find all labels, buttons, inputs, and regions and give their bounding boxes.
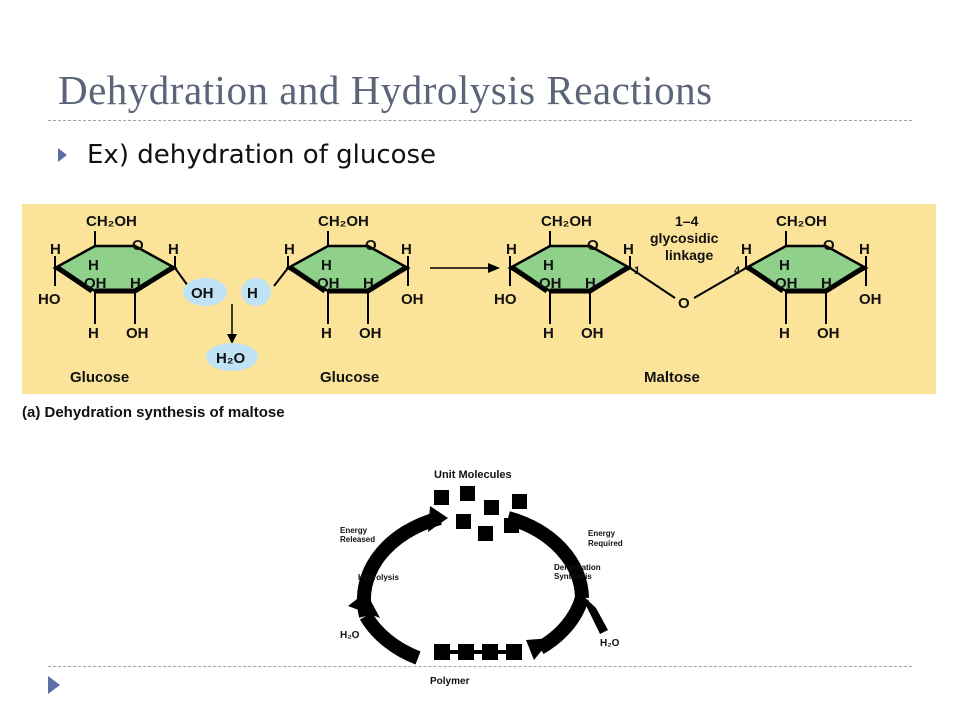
- slide-marker-icon: [48, 676, 60, 694]
- linkage-label-line3: linkage: [665, 247, 713, 263]
- arc-right-upper: [506, 511, 589, 599]
- glucose-2-group: OH: [401, 291, 424, 308]
- polymer-square: [506, 644, 522, 660]
- polymer-squares: [434, 644, 522, 660]
- maltose-right-group: OH: [859, 291, 882, 308]
- energy-required-label: Required: [588, 539, 623, 548]
- glucose-2-group: H: [321, 257, 332, 274]
- oh-bubble-text: OH: [191, 285, 214, 302]
- linkage-label-line1: 1–4: [675, 213, 699, 229]
- maltose-ring-o-left: O: [587, 237, 599, 254]
- maltose-left-group: OH: [539, 275, 562, 292]
- glucose-2-group: H: [321, 325, 332, 342]
- slide-title: Dehydration and Hydrolysis Reactions: [58, 67, 713, 113]
- glucose-1-ch2oh: CH₂OH: [86, 213, 137, 230]
- carbon-1-label: 1: [634, 265, 640, 277]
- maltose-right-group: H: [859, 241, 870, 258]
- polymer-square: [458, 644, 474, 660]
- glucose-1-group: OH: [84, 275, 107, 292]
- glucose-2-ring-o: O: [365, 237, 377, 254]
- glucose-2-group: H: [363, 275, 374, 292]
- maltose-left-group: H: [623, 241, 634, 258]
- oh-bubble: [183, 278, 227, 306]
- bullet-item: Ex) dehydration of glucose: [58, 140, 436, 170]
- cycle-svg: Unit Molecules Polymer Energy Released E…: [340, 469, 623, 687]
- glucose-1-group: HO: [38, 291, 61, 308]
- hydrolysis-label: Hydrolysis: [358, 573, 399, 582]
- dehydration-label: Dehydration: [554, 563, 601, 572]
- unit-molecules-label: Unit Molecules: [434, 469, 512, 481]
- maltose-left-group: H: [543, 257, 554, 274]
- carbon-4-label: 4: [734, 265, 741, 277]
- glucose-1-group: H: [88, 325, 99, 342]
- h-bubble: [241, 278, 271, 306]
- maltose-reaction-diagram: CH₂OH O H H H OH H HO H OH Glucose OH H …: [22, 204, 936, 394]
- unit-molecule-square: [512, 494, 527, 509]
- water-label-left: H₂O: [340, 630, 360, 641]
- maltose-right-group: OH: [775, 275, 798, 292]
- maltose-left-ch2oh: CH₂OH: [541, 213, 592, 230]
- title-divider: [48, 120, 912, 121]
- energy-released-label: Released: [340, 535, 375, 544]
- maltose-label: Maltose: [644, 369, 700, 386]
- polymer-label: Polymer: [430, 676, 470, 687]
- linkage-label-line2: glycosidic: [650, 230, 719, 246]
- glucose-2-label: Glucose: [320, 369, 379, 386]
- glucose-1-group: H: [88, 257, 99, 274]
- maltose-right-group: OH: [817, 325, 840, 342]
- maltose-right-group: H: [821, 275, 832, 292]
- glucose-1-label: Glucose: [70, 369, 129, 386]
- maltose-molecule: O CH₂OH CH₂OH O O H H H OH H HO H OH H H…: [494, 213, 882, 386]
- unit-molecule-square: [484, 500, 499, 515]
- glucose-2-group: OH: [317, 275, 340, 292]
- glucose-2-group: H: [284, 241, 295, 258]
- glucose-2-ch2oh: CH₂OH: [318, 213, 369, 230]
- maltose-right-ch2oh: CH₂OH: [776, 213, 827, 230]
- bullet-text: Ex) dehydration of glucose: [87, 140, 437, 170]
- glucose-2-group: H: [401, 241, 412, 258]
- reaction-caption: (a) Dehydration synthesis of maltose: [22, 404, 285, 421]
- glucose-2-group: OH: [359, 325, 382, 342]
- glucose-1-group: H: [130, 275, 141, 292]
- h-bubble-text: H: [247, 285, 258, 302]
- unit-molecule-square: [460, 486, 475, 501]
- unit-molecule-square: [504, 518, 519, 533]
- glucose-2-molecule: CH₂OH O H H H OH H OH H OH Glucose: [273, 213, 424, 386]
- maltose-ring-o-right: O: [823, 237, 835, 254]
- maltose-left-group: H: [506, 241, 517, 258]
- maltose-right-group: H: [779, 257, 790, 274]
- bullet-arrow-icon: [58, 148, 67, 162]
- polymer-square: [434, 644, 450, 660]
- energy-released-label: Energy: [340, 526, 368, 535]
- footer-divider: [48, 666, 912, 667]
- maltose-left-group: H: [585, 275, 596, 292]
- arc-left-upper: [356, 511, 442, 618]
- water-bubble: [206, 343, 258, 371]
- unit-molecule-square: [434, 490, 449, 505]
- glucose-1-group: H: [50, 241, 61, 258]
- unit-molecule-squares: [434, 486, 527, 541]
- energy-required-label: Energy: [588, 529, 616, 538]
- arc-left-lower: [359, 612, 421, 665]
- maltose-left-group: H: [543, 325, 554, 342]
- cycle-diagram: Unit Molecules Polymer Energy Released E…: [318, 448, 632, 698]
- glycosidic-bond-left: [629, 267, 676, 299]
- unit-molecule-square: [456, 514, 471, 529]
- reaction-background: [22, 204, 936, 394]
- glucose-1-group: H: [168, 241, 179, 258]
- maltose-right-group: H: [741, 241, 752, 258]
- glucose-1-molecule: CH₂OH O H H H OH H HO H OH Glucose: [38, 213, 189, 386]
- glucose-1-group: OH: [126, 325, 149, 342]
- dehydration-label: Synthesis: [554, 572, 592, 581]
- maltose-left-group: HO: [494, 291, 517, 308]
- glycosidic-bond-right: [693, 267, 747, 299]
- polymer-square: [482, 644, 498, 660]
- maltose-right-group: H: [779, 325, 790, 342]
- glucose-1-ring-o: O: [132, 237, 144, 254]
- water-text: H₂O: [216, 350, 245, 367]
- water-label-right: H₂O: [600, 638, 620, 649]
- bridge-oxygen: O: [678, 295, 690, 312]
- maltose-left-group: OH: [581, 325, 604, 342]
- unit-molecule-square: [478, 526, 493, 541]
